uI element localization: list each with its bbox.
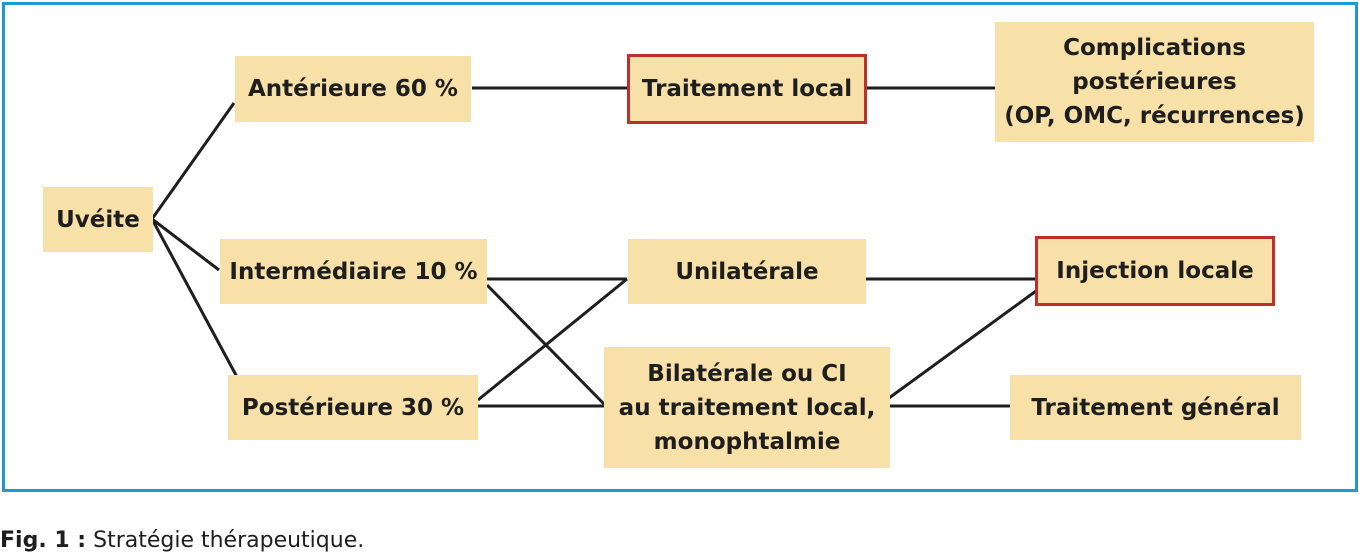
complications-line-3: (OP, OMC, récurrences): [1004, 103, 1305, 129]
node-intermediaire: Intermédiaire 10 %: [220, 239, 487, 304]
bilaterale-line-3: monophtalmie: [653, 428, 841, 455]
edge-uveite-posterieure: [150, 218, 239, 378]
node-bilaterale: Bilatérale ou CI au traitement local, mo…: [604, 347, 890, 468]
figure-caption: Fig. 1 : Stratégie thérapeutique.: [0, 528, 364, 553]
caption-label: Fig. 1 :: [0, 528, 87, 553]
complications-line-1: Complications: [1063, 35, 1246, 61]
edge-posterieure-unilaterale: [477, 277, 628, 402]
node-traitement-general: Traitement général: [1010, 375, 1301, 440]
complications-line-2: postérieures: [1072, 69, 1237, 95]
node-unilaterale: Unilatérale: [628, 239, 866, 304]
bilaterale-line-2: au traitement local,: [618, 394, 876, 421]
node-posterieure: Postérieure 30 %: [228, 375, 478, 440]
node-uveite: Uvéite: [43, 187, 153, 252]
node-anterieure: Antérieure 60 %: [235, 56, 471, 122]
edge-bilaterale-injection: [888, 289, 1037, 400]
edge-uveite-intermediaire: [151, 217, 220, 272]
caption-text: Stratégie thérapeutique.: [86, 528, 365, 553]
bilaterale-line-1: Bilatérale ou CI: [647, 360, 847, 387]
node-traitement-local: Traitement local: [627, 54, 867, 124]
node-complications: Complications postérieures (OP, OMC, réc…: [995, 22, 1314, 142]
node-injection-locale: Injection locale: [1035, 236, 1275, 306]
edge-uveite-anterieure: [150, 102, 236, 220]
